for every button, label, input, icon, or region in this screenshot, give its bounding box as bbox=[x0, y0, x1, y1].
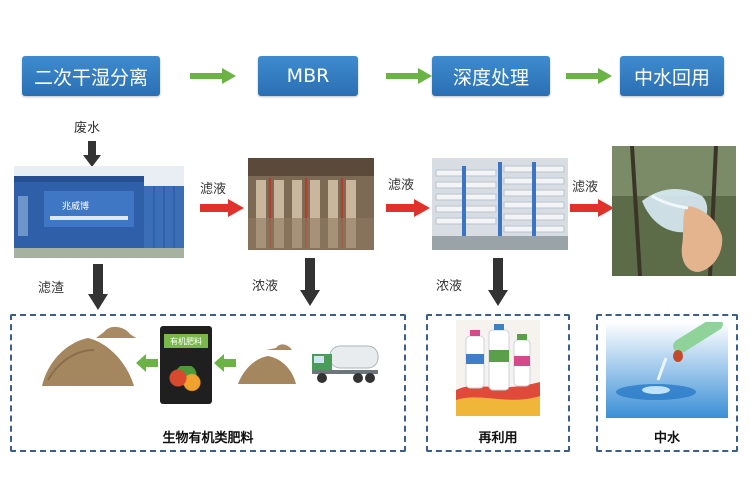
produce-graphic bbox=[166, 366, 206, 396]
water-caption: 中水 bbox=[653, 431, 680, 446]
red-arrow-icon bbox=[386, 199, 430, 217]
green-arrow-icon bbox=[190, 68, 236, 84]
green-left-arrow-icon bbox=[214, 354, 236, 372]
red-arrow-icon bbox=[570, 199, 614, 217]
stage-separation-label: 二次干湿分离 bbox=[33, 66, 148, 89]
filtrate-label-3: 滤液 bbox=[572, 180, 599, 195]
fertilizer-caption: 生物有机类肥料 bbox=[162, 431, 254, 446]
reuse-group bbox=[426, 314, 570, 452]
down-arrow-icon bbox=[300, 258, 320, 306]
red-arrow-icon bbox=[200, 199, 244, 217]
residue-pile-image bbox=[42, 326, 136, 386]
reuse-caption: 再利用 bbox=[478, 431, 518, 446]
fertilizer-bag-image: 有机肥料 bbox=[160, 326, 212, 404]
stage-reclaimed-label: 中水回用 bbox=[633, 66, 710, 89]
stage-mbr-label: MBR bbox=[286, 65, 330, 87]
down-arrow-icon bbox=[488, 258, 508, 306]
water-splash-image bbox=[606, 322, 728, 418]
tanker-truck-image bbox=[312, 345, 379, 383]
advanced-treatment-photo bbox=[432, 158, 568, 250]
stage-reclaimed-water: 中水回用 bbox=[620, 56, 724, 96]
green-left-arrow-icon bbox=[136, 354, 158, 372]
residue-label: 滤渣 bbox=[38, 281, 65, 296]
concentrate-label-2: 浓液 bbox=[436, 279, 463, 294]
wastewater-label: 废水 bbox=[74, 121, 101, 136]
green-arrow-icon bbox=[386, 68, 432, 84]
stage-advanced-label: 深度处理 bbox=[452, 66, 529, 89]
reclaimed-water-photo bbox=[612, 146, 736, 276]
green-arrow-icon bbox=[566, 68, 612, 84]
down-arrow-icon bbox=[83, 141, 101, 167]
down-arrow-icon bbox=[88, 264, 108, 310]
reuse-products-image bbox=[456, 320, 540, 416]
separation-equipment-photo: 兆威博 bbox=[14, 166, 184, 258]
residue-pile-small-image bbox=[238, 344, 296, 384]
stage-mbr: MBR bbox=[258, 56, 358, 96]
container-logo-text: 兆威博 bbox=[62, 200, 89, 212]
stage-separation: 二次干湿分离 bbox=[22, 56, 160, 96]
stage-advanced-treatment: 深度处理 bbox=[432, 56, 550, 96]
concentrate-label-1: 浓液 bbox=[252, 279, 279, 294]
filtrate-label-2: 滤液 bbox=[388, 178, 415, 193]
reclaimed-water-group bbox=[596, 314, 738, 452]
fertilizer-bag-title: 有机肥料 bbox=[164, 334, 208, 348]
filtrate-label-1: 滤液 bbox=[200, 182, 227, 197]
fertilizer-group bbox=[10, 314, 406, 452]
mbr-tank-photo bbox=[248, 158, 374, 250]
